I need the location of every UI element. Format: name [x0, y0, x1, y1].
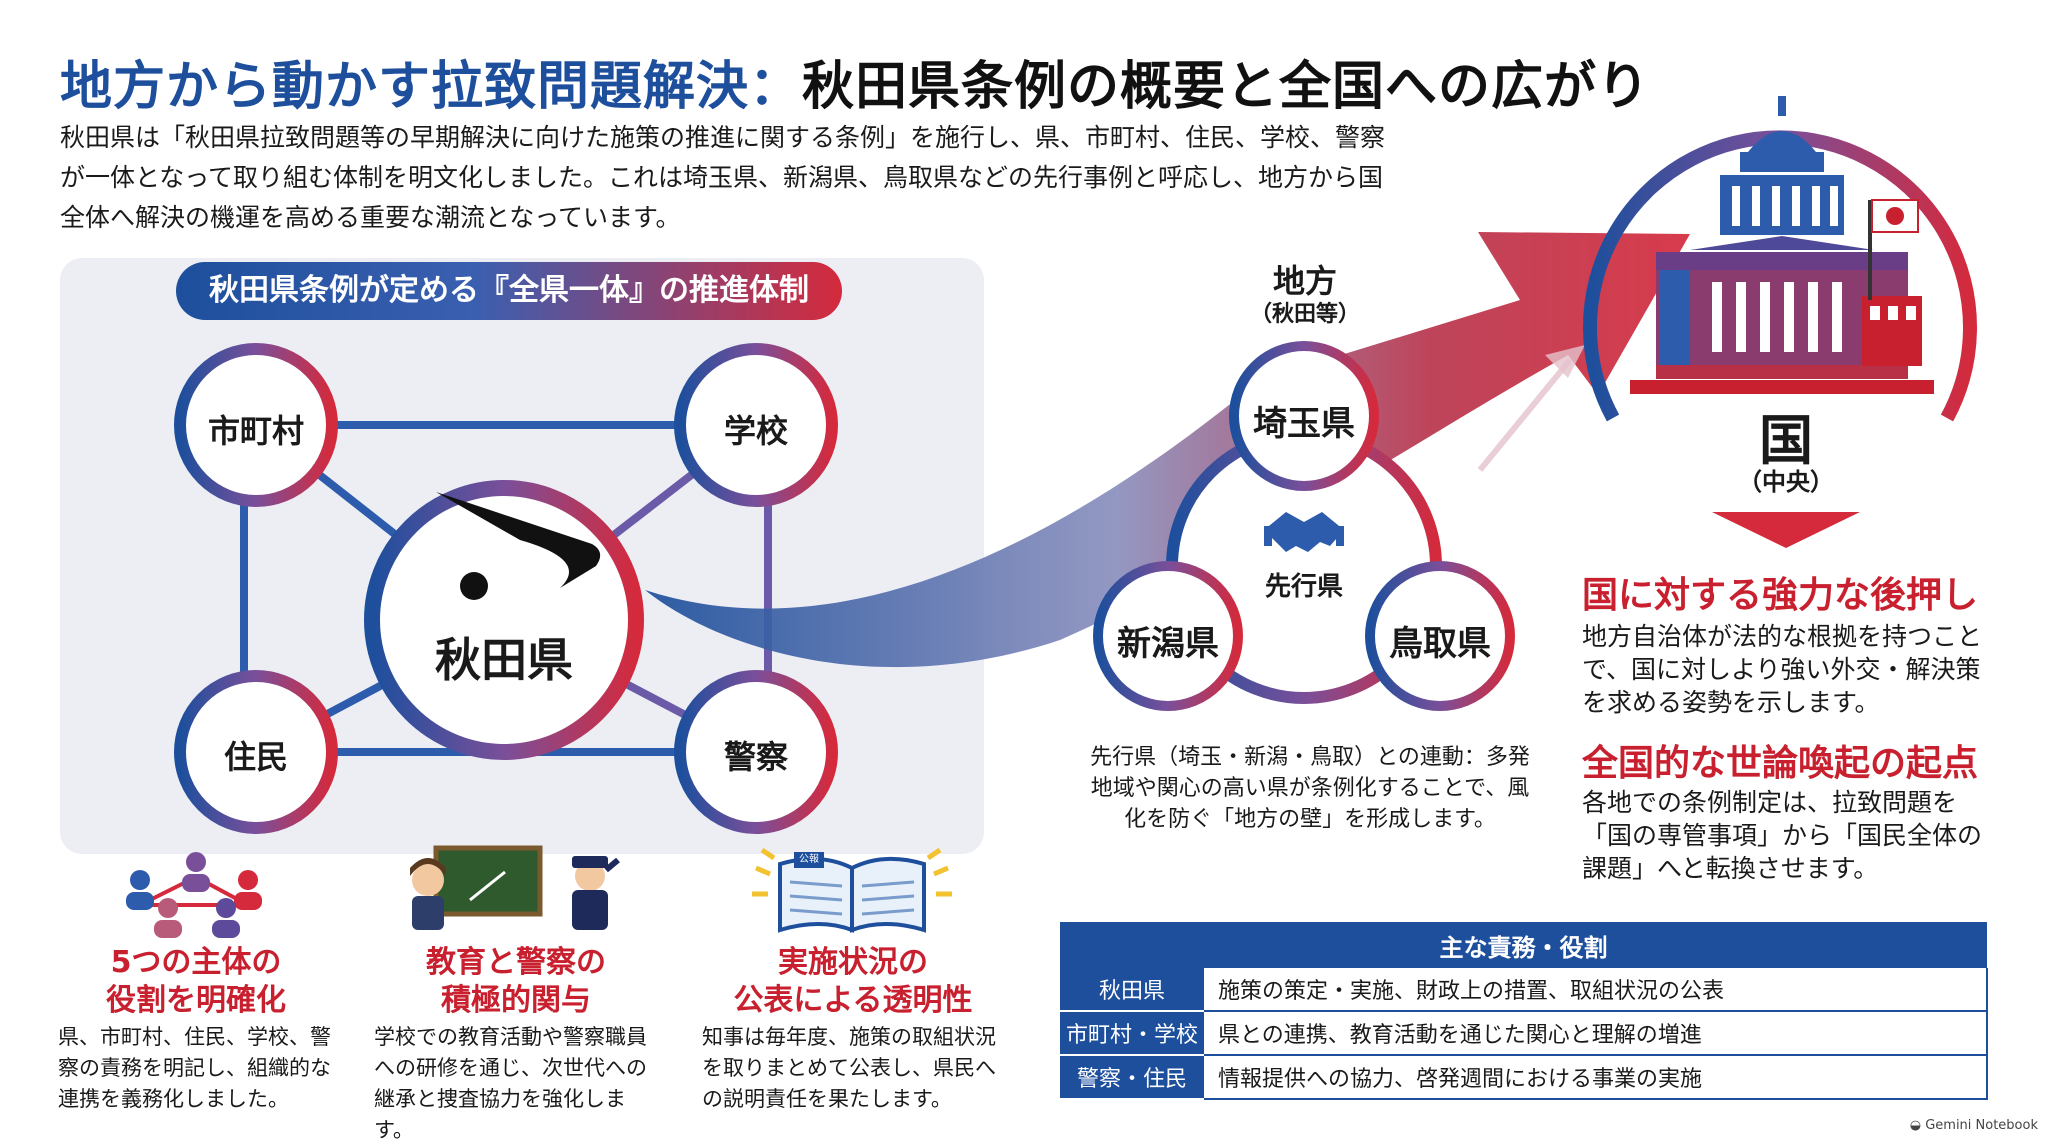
role-value: 県との連携、教育活動を通じた関心と理解の増進 [1204, 1011, 1988, 1056]
people-network-icon [126, 852, 262, 938]
system-banner: 秋田県条例が定める『全県一体』の推進体制 [176, 262, 842, 320]
national-heading-2: 全国的な世論喚起の起点 [1582, 743, 1979, 784]
regional-label: 地方 [1272, 262, 1337, 300]
feature-3-title: 実施状況の 公表による透明性 [700, 944, 1006, 1020]
title-part1: 地方から動かす拉致問題解決： [60, 57, 803, 117]
feature-1-title-line1: 5つの主体の [110, 945, 282, 980]
table-row: 警察・住民 情報提供への協力、啓発週間における事業の実施 [1060, 1055, 1988, 1100]
national-body-2: 各地での条例制定は、拉致問題を「国の専管事項」から「国民全体の課題」へと転換させ… [1582, 788, 1983, 883]
node-circles [174, 341, 1515, 834]
table-row: 市町村・学校 県との連携、教育活動を通じた関心と理解の増進 [1060, 1011, 1988, 1056]
roles-table-header-row: 主な責務・役割 [1060, 922, 1987, 968]
pref-niigata: 新潟県 [1117, 624, 1219, 664]
brand-logo-icon: ◒ [1909, 1118, 1922, 1133]
feature-1-body: 県、市町村、住民、学校、警察の責務を明記し、組織的な連携を義務化しました。 [58, 1025, 331, 1111]
capitol-building-icon [1630, 96, 1934, 394]
role-value: 情報提供への協力、啓発週間における事業の実施 [1204, 1055, 1988, 1100]
official-gazette-icon [752, 847, 952, 933]
node-school: 学校 [723, 412, 788, 450]
national-label: 国 [1759, 409, 1813, 472]
handshake-icon [1264, 512, 1344, 552]
center-node-akita: 秋田県 [435, 633, 573, 687]
akita-emblem-icon [436, 492, 601, 600]
feature-3-title-line1: 実施状況の [778, 945, 928, 980]
role-value: 施策の策定・実施、財政上の措置、取組状況の公表 [1204, 968, 1988, 1012]
page-title: 地方から動かす拉致問題解決：秋田県条例の概要と全国への広がり [60, 44, 1650, 119]
roles-table-header: 主な責務・役割 [1060, 922, 1987, 968]
feature-2-body: 学校での教育活動や警察職員への研修を通じ、次世代への継承と捜査協力を強化します。 [374, 1025, 647, 1142]
table-row: 秋田県 施策の策定・実施、財政上の措置、取組状況の公表 [1060, 968, 1988, 1012]
national-sub: （中央） [1738, 468, 1834, 496]
pref-tottori: 鳥取県 [1389, 624, 1491, 664]
regional-caption: 先行県（埼玉・新潟・鳥取）との連動：多発地域や関心の高い県が条例化することで、風… [1090, 745, 1530, 832]
pref-saitama: 埼玉県 [1253, 404, 1355, 444]
role-key: 警察・住民 [1060, 1055, 1204, 1100]
brand-footer: ◒ Gemini Notebook [1910, 1118, 2038, 1133]
regional-sub: （秋田等） [1249, 302, 1360, 327]
feature-2-title-line2: 積極的関与 [441, 983, 591, 1018]
feature-2-title: 教育と警察の 積極的関与 [380, 944, 652, 1020]
national-heading-1: 国に対する強力な後押し [1582, 575, 1979, 616]
japan-flag-icon [1868, 199, 1919, 300]
national-body-1: 地方自治体が法的な根拠を持つことで、国に対しより強い外交・解決策を求める姿勢を示… [1582, 622, 1983, 717]
teacher-police-icon [410, 845, 620, 930]
flow-arrow [645, 232, 1690, 668]
feature-3-body: 知事は毎年度、施策の取組状況を取りまとめて公表し、県民への説明責任を果たします。 [702, 1025, 996, 1111]
feature-3-title-line2: 公表による透明性 [733, 983, 973, 1018]
down-arrow-icon [1712, 512, 1860, 548]
feature-2-title-line1: 教育と警察の [426, 945, 606, 980]
node-police: 警察 [723, 738, 788, 776]
brand-name: Gemini Notebook [1925, 1118, 2038, 1133]
node-residents: 住民 [223, 738, 288, 776]
gazette-label: 公報 [799, 854, 819, 865]
leading-prefs-label: 先行県 [1264, 572, 1343, 602]
roles-table: 主な責務・役割 秋田県 施策の策定・実施、財政上の措置、取組状況の公表 市町村・… [1060, 922, 1988, 1100]
title-part2: 秋田県条例の概要と全国への広がり [802, 57, 1651, 117]
feature-1-title-line2: 役割を明確化 [106, 983, 286, 1018]
role-key: 市町村・学校 [1060, 1011, 1204, 1056]
intro-text: 秋田県は「秋田県拉致問題等の早期解決に向けた施策の推進に関する条例」を施行し、県… [60, 123, 1386, 232]
role-key: 秋田県 [1060, 968, 1204, 1012]
node-municipality: 市町村 [207, 412, 304, 450]
feature-1-title: 5つの主体の 役割を明確化 [60, 944, 332, 1020]
